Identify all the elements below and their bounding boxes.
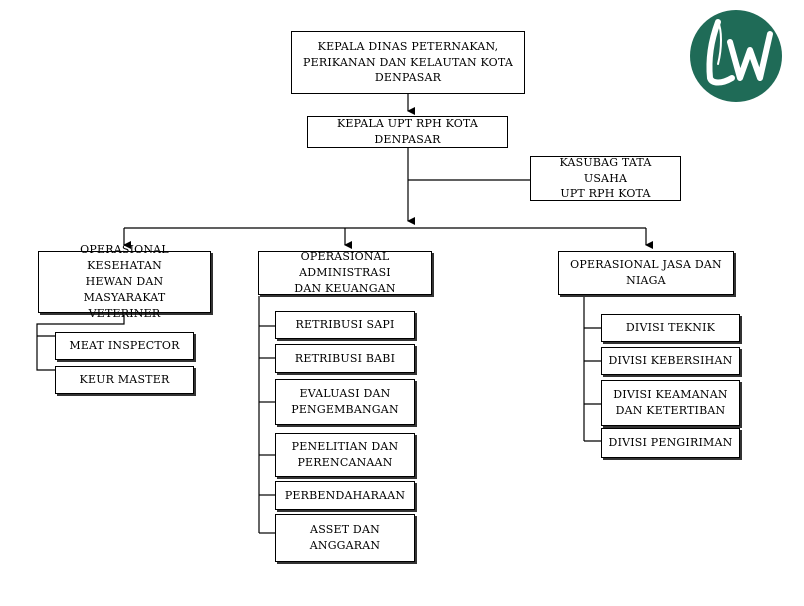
division-2-unit-4: PENELITIAN DAN PERENCANAAN <box>275 433 415 477</box>
unit-label: EVALUASI DAN PENGEMBANGAN <box>291 387 399 416</box>
division-2-unit-1: RETRIBUSI SAPI <box>275 311 415 339</box>
division-3-unit-1: DIVISI TEKNIK <box>601 314 740 342</box>
division-3-label: OPERASIONAL JASA DAN NIAGA <box>570 258 722 287</box>
admin-head-label: KASUBAG TATA USAHA UPT RPH KOTA <box>559 155 652 201</box>
division-1-unit-2: KEUR MASTER <box>55 366 194 394</box>
unit-label: PERBENDAHARAAN <box>284 488 406 502</box>
division-2-unit-5: PERBENDAHARAAN <box>275 481 415 510</box>
division-1-box: OPERASIONAL KESEHATAN HEWAN DAN MASYARAK… <box>38 243 211 320</box>
upt-head-box: KEPALA UPT RPH KOTA DENPASAR <box>307 116 508 148</box>
unit-label: DIVISI KEBERSIHAN <box>608 354 733 368</box>
division-1-label: OPERASIONAL KESEHATAN HEWAN DAN MASYARAK… <box>80 243 169 320</box>
unit-label: RETRIBUSI SAPI <box>295 318 395 332</box>
division-2-unit-2: RETRIBUSI BABI <box>275 344 415 373</box>
unit-label: ASSET DAN ANGGARAN <box>309 523 381 552</box>
unit-label: MEAT INSPECTOR <box>69 339 180 353</box>
division-3-box: OPERASIONAL JASA DAN NIAGA <box>558 251 734 295</box>
unit-label: PENELITIAN DAN PERENCANAAN <box>291 440 399 469</box>
admin-head-box: KASUBAG TATA USAHA UPT RPH KOTA <box>530 156 681 201</box>
division-3-unit-3: DIVISI KEAMANAN DAN KETERTIBAN <box>601 380 740 426</box>
head-box: KEPALA DINAS PETERNAKAN, PERIKANAN DAN K… <box>291 31 525 94</box>
unit-label: DIVISI TEKNIK <box>625 321 716 335</box>
lw-logo <box>690 10 782 102</box>
unit-label: DIVISI KEAMANAN DAN KETERTIBAN <box>613 388 728 417</box>
division-2-box: OPERASIONAL ADMINISTRASI DAN KEUANGAN <box>258 250 432 295</box>
division-1-unit-1: MEAT INSPECTOR <box>55 332 194 360</box>
division-2-unit-6: ASSET DAN ANGGARAN <box>275 514 415 562</box>
unit-label: DIVISI PENGIRIMAN <box>608 436 733 450</box>
upt-head-label: KEPALA UPT RPH KOTA DENPASAR <box>336 117 479 146</box>
division-2-label: OPERASIONAL ADMINISTRASI DAN KEUANGAN <box>294 250 396 295</box>
head-label: KEPALA DINAS PETERNAKAN, PERIKANAN DAN K… <box>303 39 513 85</box>
connector-div1-bracket <box>36 313 125 371</box>
logo-lettering <box>706 19 773 86</box>
division-2-unit-3: EVALUASI DAN PENGEMBANGAN <box>275 379 415 425</box>
division-3-unit-4: DIVISI PENGIRIMAN <box>601 428 740 458</box>
unit-label: RETRIBUSI BABI <box>294 351 396 365</box>
division-3-unit-2: DIVISI KEBERSIHAN <box>601 347 740 375</box>
unit-label: KEUR MASTER <box>79 373 170 387</box>
